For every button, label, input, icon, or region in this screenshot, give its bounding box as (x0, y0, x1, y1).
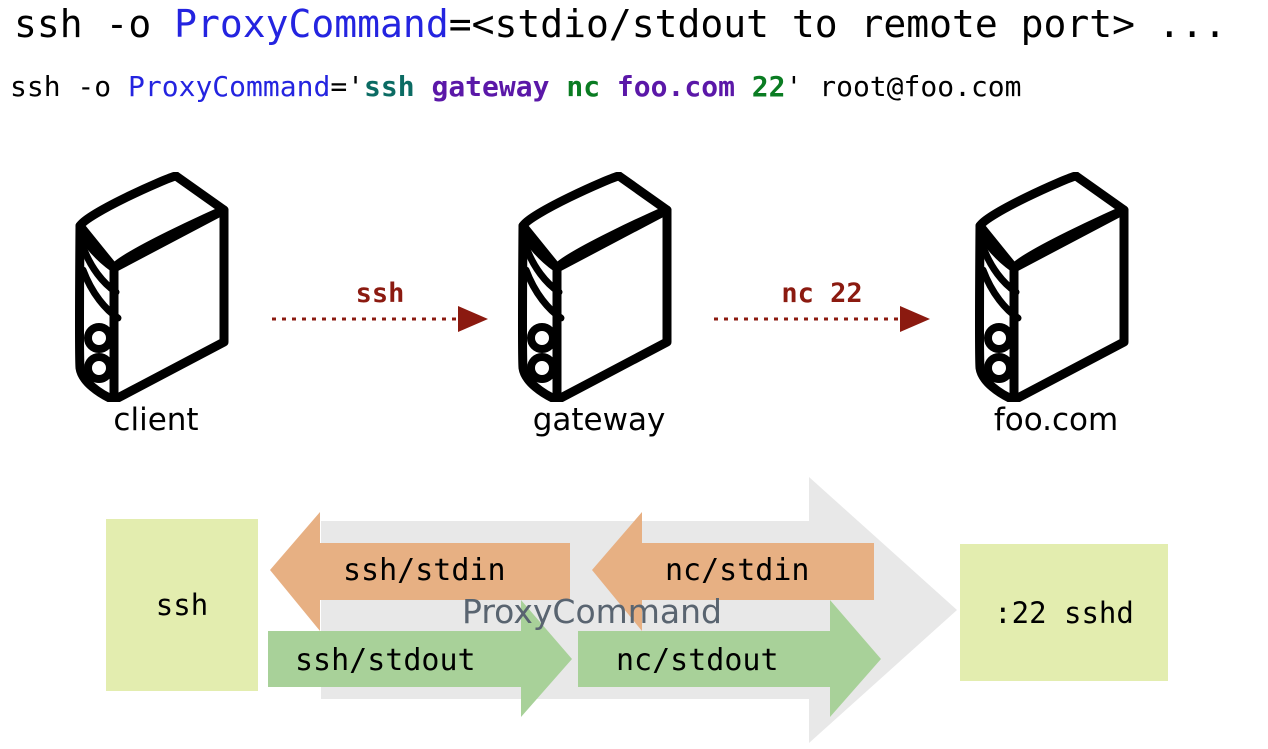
example-inner-port: 22 (751, 70, 786, 103)
title-post: =<stdio/stdout to remote port> ... (448, 2, 1227, 46)
proxycommand-flow-diagram: ssh :22 sshd ProxyCommand ssh/stdin nc/s… (0, 455, 1268, 749)
host-label-gateway: gateway (532, 402, 666, 438)
title-keyword-proxycommand: ProxyCommand (174, 2, 449, 46)
stdin-arrows-group (270, 512, 874, 631)
led-icon (527, 353, 557, 383)
host-gateway: gateway (489, 172, 709, 437)
title-command-line: ssh -o ProxyCommand=<stdio/stdout to rem… (14, 2, 1227, 46)
led-icon (984, 323, 1014, 353)
led-icon (84, 353, 114, 383)
led-icon (527, 323, 557, 353)
endpoint-box-sshd: :22 sshd (960, 544, 1168, 681)
title-pre: ssh -o (14, 2, 175, 46)
arrow-ssh-stdin (270, 512, 570, 631)
host-label-foo: foo.com (993, 402, 1119, 438)
led-icon (84, 323, 114, 353)
endpoint-box-ssh: ssh (106, 519, 258, 691)
example-inner-host: foo.com (616, 70, 735, 103)
endpoint-box-ssh-label: ssh (155, 588, 209, 622)
link-label-nc22: nc 22 (781, 278, 863, 309)
dotted-arrow-icon (714, 306, 930, 332)
arrow-ssh-stdout (268, 600, 572, 717)
example-close-quote: ' (785, 70, 803, 103)
link-client-to-gateway: ssh (272, 278, 488, 348)
example-inner-ssh: ssh (364, 70, 415, 103)
server-tower-icon (975, 172, 1129, 402)
endpoint-box-sshd-label: :22 sshd (994, 595, 1134, 630)
link-label-ssh: ssh (355, 278, 405, 309)
server-tower-icon (75, 172, 229, 402)
example-command-line: ssh -o ProxyCommand='ssh gateway nc foo.… (10, 70, 1022, 103)
example-target-host: root@foo.com (802, 70, 1022, 103)
example-inner-nc: nc (566, 70, 601, 103)
example-pre: ssh -o (10, 70, 129, 103)
link-gateway-to-foo: nc 22 (714, 278, 930, 348)
server-tower-icon (518, 172, 672, 402)
example-keyword-proxycommand: ProxyCommand (128, 70, 331, 103)
arrow-nc-stdout (578, 600, 881, 717)
dotted-arrow-icon (272, 306, 488, 332)
stdout-arrows-group (268, 600, 881, 717)
host-label-client: client (113, 402, 199, 438)
led-icon (984, 353, 1014, 383)
arrow-nc-stdin (592, 512, 874, 631)
example-equals-quote: =' (330, 70, 365, 103)
host-foo: foo.com (946, 172, 1166, 437)
example-inner-gateway: gateway (431, 70, 550, 103)
host-client: client (46, 172, 266, 437)
